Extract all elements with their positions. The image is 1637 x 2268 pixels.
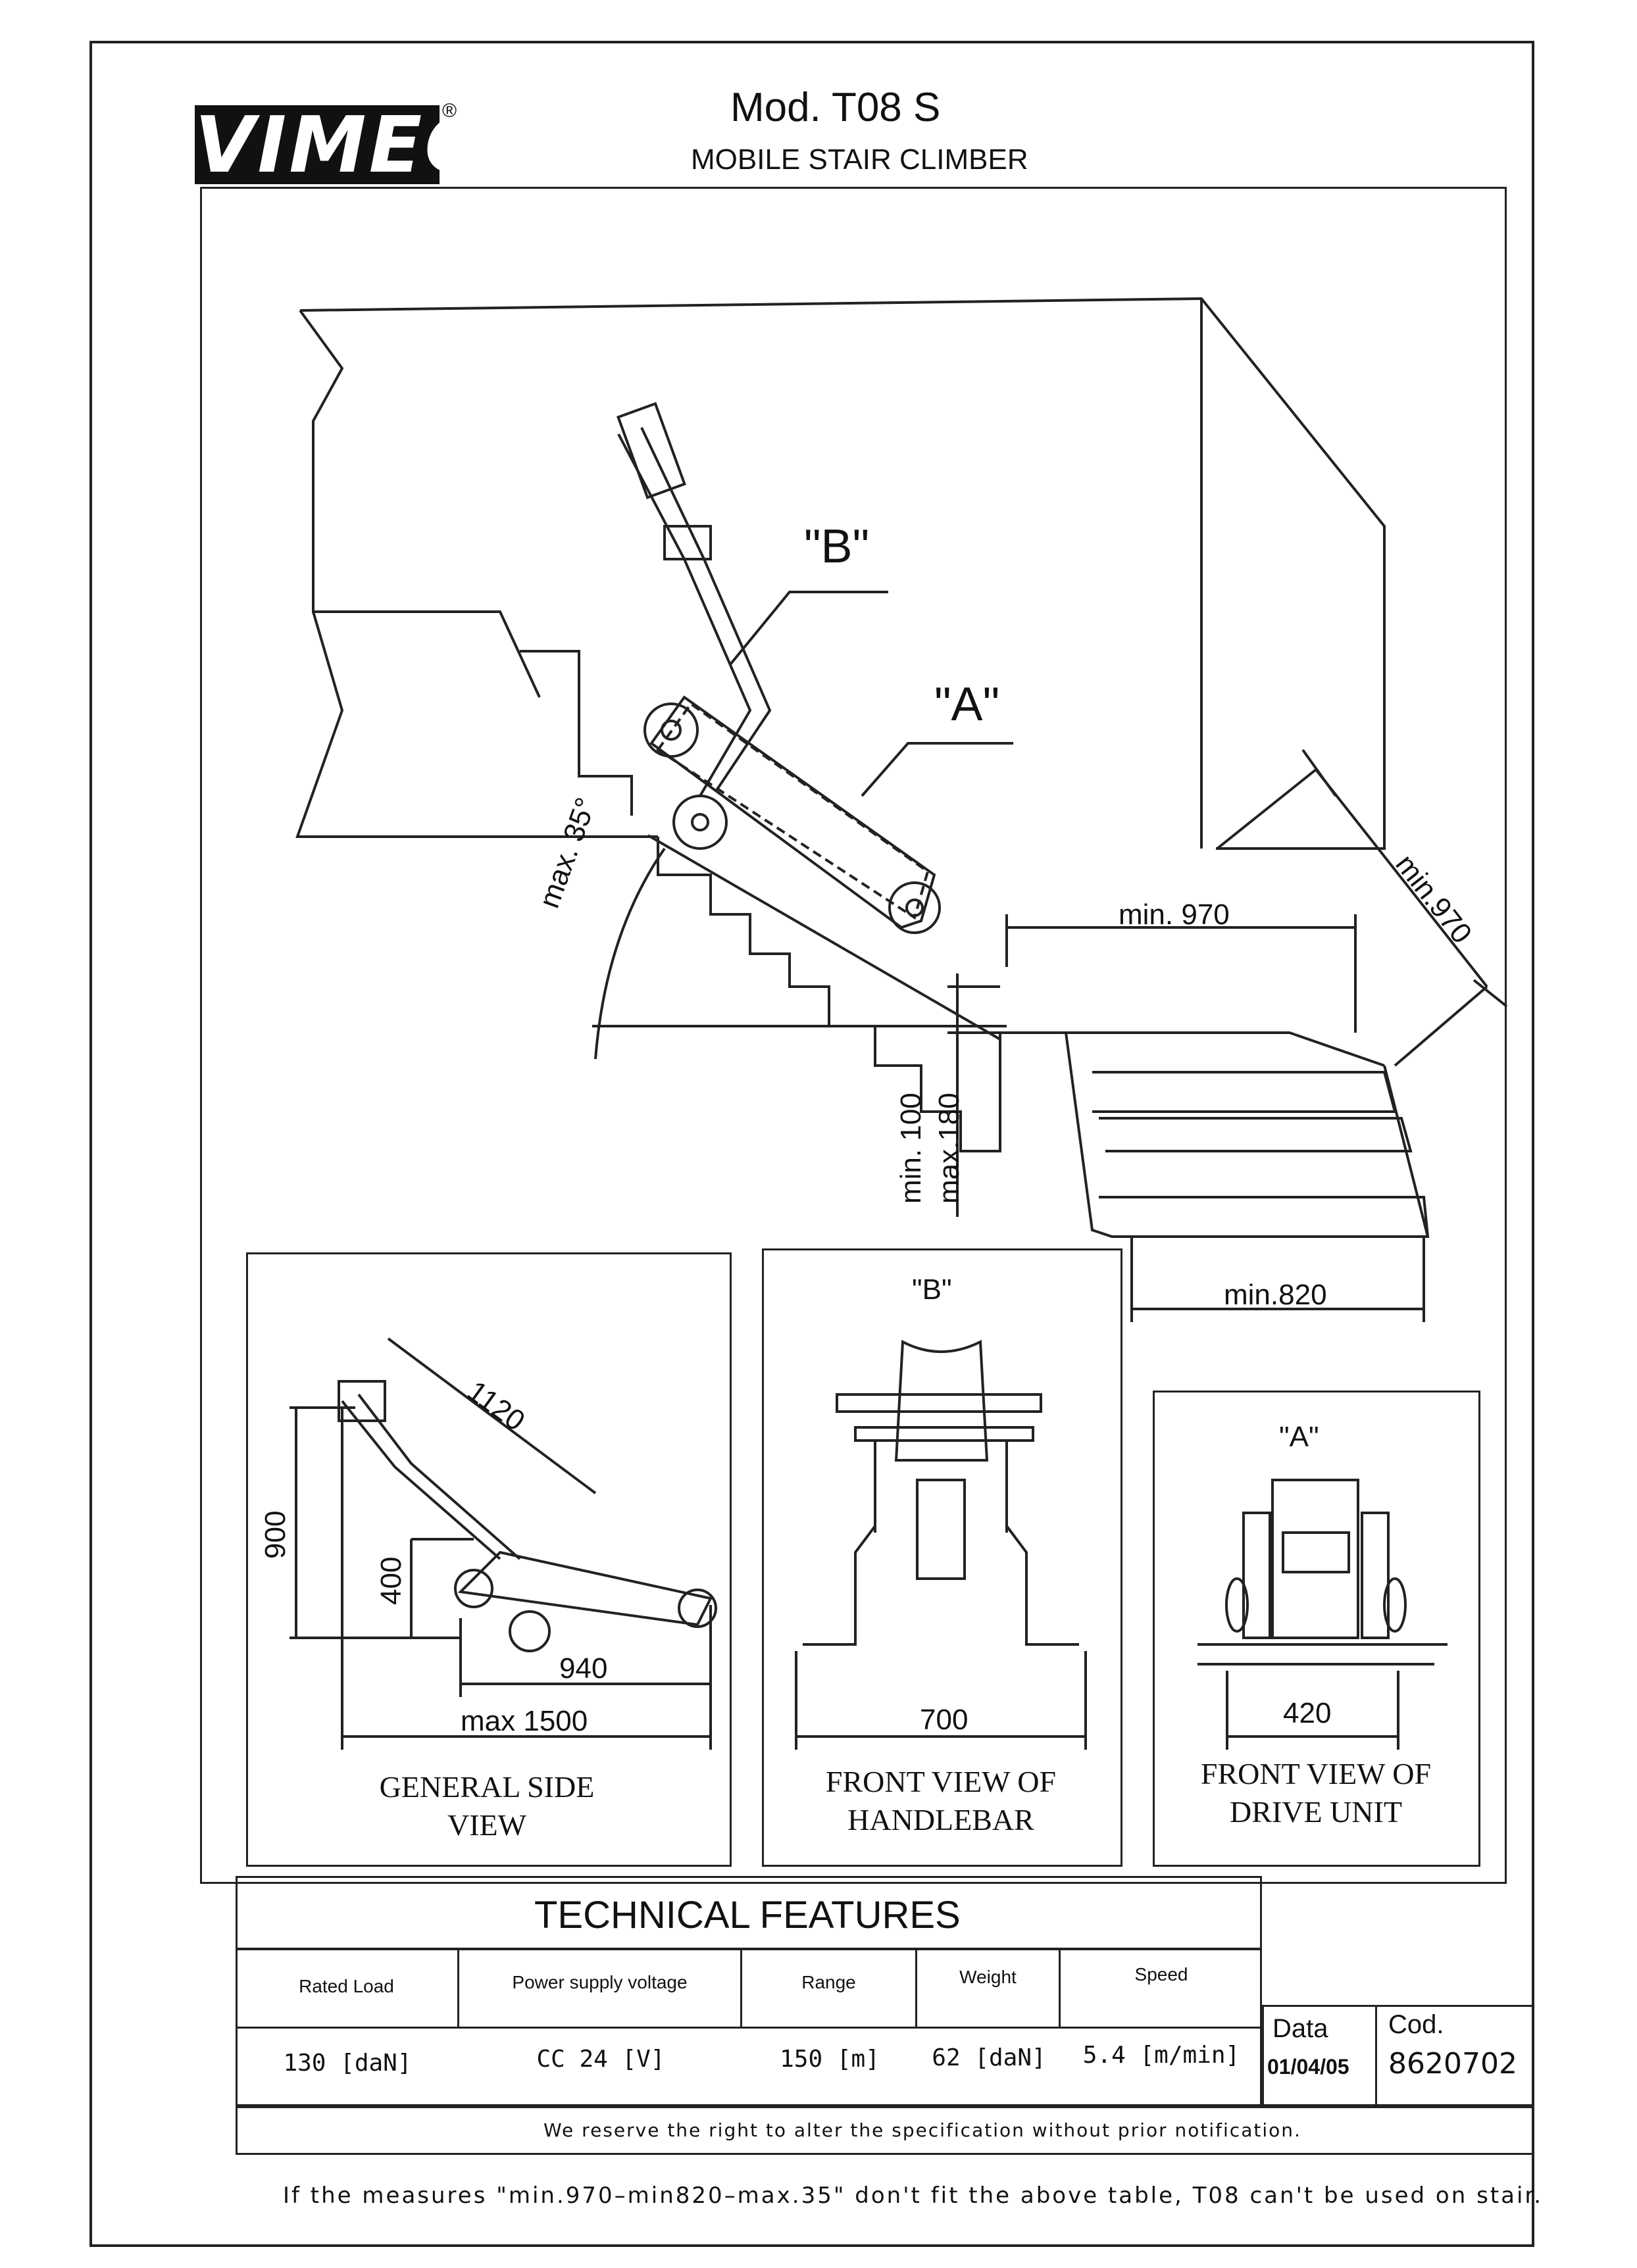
code-value: 8620702 <box>1388 2047 1517 2081</box>
drawing-area <box>200 187 1507 1884</box>
side-dim-track-length: 940 <box>559 1652 608 1685</box>
handlebar-dim-width: 700 <box>920 1704 969 1736</box>
label-b: "B" <box>804 520 870 573</box>
data-divider <box>1375 2005 1377 2106</box>
handlebar-caption: FRONT VIEW OF HANDLEBAR <box>825 1765 1057 1837</box>
note-row <box>236 2106 1534 2155</box>
table-header-speed: Speed <box>1061 1948 1262 2029</box>
value-range: 150 [m] <box>780 2046 880 2073</box>
specification-note: We reserve the right to alter the specif… <box>543 2119 1301 2141</box>
table-header-weight: Weight <box>917 1948 1061 2029</box>
table-header-rated-load: Rated Load <box>236 1948 459 2029</box>
footer-warning: If the measures "min.970–min820–max.35" … <box>283 2182 1544 2209</box>
data-value: 01/04/05 <box>1267 2055 1349 2079</box>
side-view-caption: GENERAL SIDE VIEW <box>379 1770 595 1842</box>
handlebar-panel <box>762 1248 1122 1867</box>
value-voltage: CC 24 [V] <box>536 2046 665 2073</box>
value-weight: 62 [daN] <box>932 2044 1046 2071</box>
model-subtitle: MOBILE STAIR CLIMBER <box>691 143 1028 176</box>
label-a: "A" <box>934 678 1000 731</box>
drive-unit-panel <box>1153 1391 1480 1867</box>
stair-width-label: min.820 <box>1224 1279 1327 1311</box>
model-title: Mod. T08 S <box>730 85 941 130</box>
sheet-border <box>89 41 1534 2247</box>
data-label: Data <box>1272 2014 1328 2043</box>
table-header-range: Range <box>742 1948 917 2029</box>
drive-unit-label: "A" <box>1279 1421 1319 1453</box>
table-header-voltage: Power supply voltage <box>459 1948 742 2029</box>
side-dim-total-length: max 1500 <box>461 1705 588 1737</box>
drive-unit-caption: FRONT VIEW OF DRIVE UNIT <box>1200 1757 1432 1829</box>
value-rated-load: 130 [daN] <box>283 2050 412 2077</box>
side-view-panel <box>246 1252 732 1867</box>
registered-mark: ® <box>442 100 457 122</box>
code-label: Cod. <box>1388 2010 1444 2039</box>
landing-width-label: min. 970 <box>1119 899 1230 931</box>
vimec-logo: VIMEC <box>195 99 484 190</box>
drive-unit-dim-width: 420 <box>1283 1697 1332 1729</box>
value-speed: 5.4 [m/min] <box>1082 2042 1240 2069</box>
technical-title: TECHNICAL FEATURES <box>534 1894 961 1936</box>
data-code-box <box>1262 2005 1534 2106</box>
handlebar-label: "B" <box>912 1273 952 1306</box>
